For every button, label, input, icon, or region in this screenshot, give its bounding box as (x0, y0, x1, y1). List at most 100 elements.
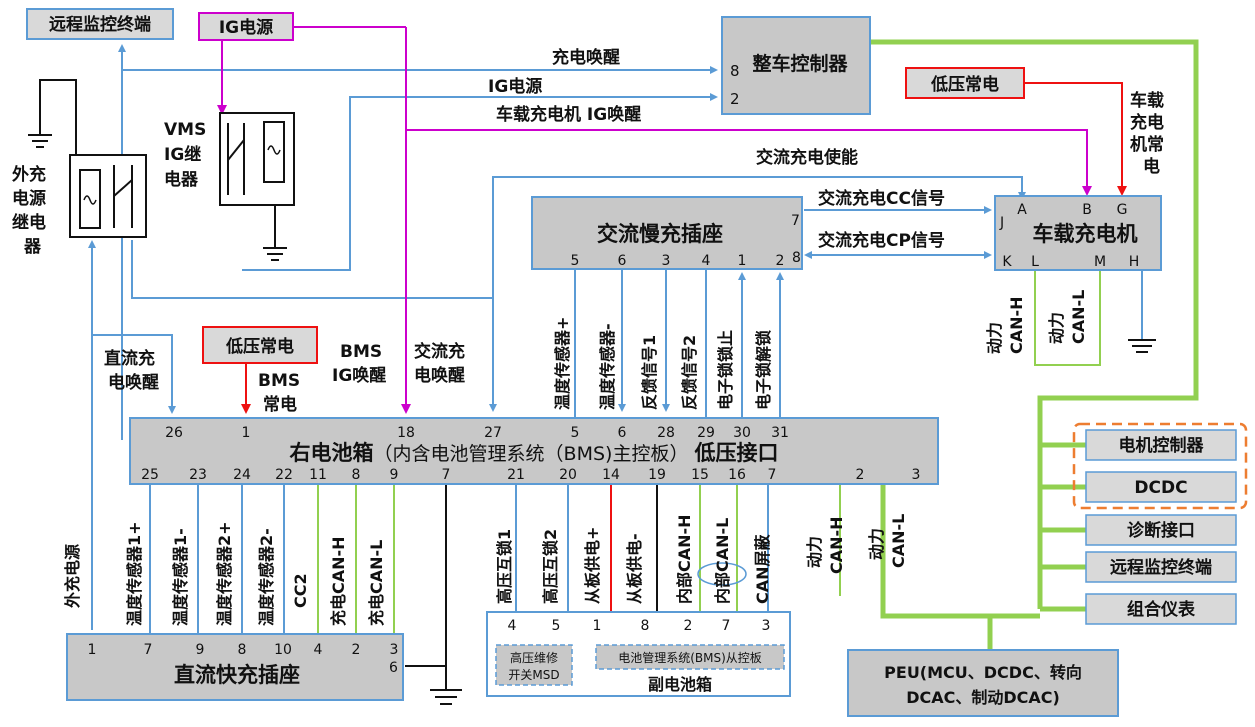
obc-const-l4: 电 (1143, 156, 1160, 177)
box-vcu: 整车控制器 8 2 (721, 16, 871, 115)
can-thin-wires (317, 270, 1101, 634)
ac-pin-3: 3 (662, 253, 671, 269)
sub-box-title: 副电池箱 (648, 675, 712, 694)
ac-signal-1: 温度传感器- (598, 323, 617, 411)
bms-bottom-pin-5: 8 (352, 467, 361, 483)
box-remote-top: 远程监控终端 (26, 8, 174, 40)
vms-l1: VMS (164, 120, 206, 140)
dc-pin-5: 4 (314, 642, 323, 658)
bms-const-l2: 常电 (263, 394, 297, 415)
bms-bottom-pin-14: 7 (768, 467, 777, 483)
sub-pin-0: 4 (508, 618, 517, 634)
lower-mid-5: 内部CAN-L (713, 518, 732, 604)
sub-pin-3: 8 (641, 618, 650, 634)
peu-line2: DCAC、制动DCAC) (906, 688, 1060, 707)
box-lv-const-right: 低压常电 (905, 67, 1025, 99)
obc-const-wire (1025, 82, 1127, 196)
lower-left-5: CC2 (291, 573, 310, 608)
can-bus-main (870, 39, 1199, 650)
ext-relay-l3: 继电 (12, 212, 46, 233)
ext-relay-l2: 电源 (12, 188, 46, 209)
bms-ig-l1: BMS (340, 342, 382, 362)
bms-top-pin-0: 26 (165, 425, 183, 441)
bms-top-pin-7: 29 (697, 425, 715, 441)
ac-pin-6: 6 (618, 253, 627, 269)
ac-wake-l1: 交流充 (414, 341, 465, 362)
obc-can-l-2: CAN-L (1069, 290, 1088, 344)
ground-symbol-obc (1128, 339, 1156, 353)
bms-top-pin-1: 1 (242, 425, 251, 441)
obc-title: 车载充电机 (1033, 222, 1138, 246)
lv-const-right-label: 低压常电 (930, 74, 999, 95)
ext-relay-l1: 外充 (12, 164, 46, 185)
can-node-cluster-label: 组合仪表 (1127, 599, 1196, 620)
obc-pin-B: B (1082, 202, 1092, 218)
bms-bottom-pin-9: 20 (559, 467, 577, 483)
ac-socket-title: 交流慢充插座 (597, 222, 723, 246)
right-can-l-1: 动力 (867, 528, 886, 560)
lower-left-3: 温度传感器2+ (215, 521, 234, 627)
dc-pin-7: 3 (390, 642, 399, 658)
cc-signal-label: 交流充电CC信号 (818, 188, 945, 209)
charge-wake-label: 充电唤醒 (552, 47, 620, 68)
lower-left-2: 温度传感器1- (171, 528, 190, 627)
bms-top-pin-2: 18 (397, 425, 415, 441)
obc-can-h-2: CAN-H (1007, 296, 1026, 354)
bms-bottom-pin-13: 16 (728, 467, 746, 483)
dc-pin-3: 8 (238, 642, 247, 658)
cp-signal-label: 交流充电CP信号 (818, 230, 945, 251)
wire-labels: 充电唤醒 IG电源 车载充电机 IG唤醒 交流充电使能 交流充电CC信号 交流充… (12, 47, 1164, 415)
ac-pin-5: 5 (571, 253, 580, 269)
ground-wires (39, 79, 662, 690)
bms-bottom-pin-1: 23 (189, 467, 207, 483)
sub-pin-6: 3 (762, 618, 771, 634)
vcu-pin8: 8 (730, 62, 740, 80)
can-node-remote-label: 远程监控终端 (1110, 557, 1212, 578)
lower-mid-6: CAN屏蔽 (753, 533, 772, 604)
vms-ig-relay (219, 112, 295, 206)
lower-left-1: 温度传感器1+ (125, 521, 144, 627)
ac-pin-4: 4 (702, 253, 711, 269)
lower-mid-2: 从板供电+ (583, 527, 602, 604)
can-node-mcu: 电机控制器 (1085, 429, 1237, 461)
obc-pin-j: J (999, 215, 1004, 231)
ground-symbol-left (28, 134, 52, 148)
can-node-group-outline (1072, 422, 1248, 510)
obc-ig-wake-label: 车载充电机 IG唤醒 (496, 104, 641, 125)
bms-title-line: 右电池箱（内含电池管理系统（BMS)主控板）低压接口 (290, 441, 779, 465)
dc-pin-0: 1 (88, 642, 97, 658)
msd-box (495, 644, 573, 686)
dc-wake-wire (92, 334, 176, 414)
ac-signal-4: 电子锁锁止 (716, 330, 735, 410)
ac-enable-wire (131, 176, 1026, 299)
ig-power-top-label: IG电源 (219, 17, 273, 38)
vcu-pin2: 2 (730, 90, 740, 108)
bms-bottom-pin-12: 15 (691, 467, 709, 483)
ac-signal-5: 电子锁解锁 (754, 330, 773, 410)
dc-socket-pin6: 6 (389, 660, 398, 676)
bms-const-l1: BMS (258, 371, 300, 391)
obc-ig-wake-wire (406, 129, 1092, 196)
right-can-h-2: CAN-H (827, 516, 846, 574)
bms-suffix: 低压接口 (693, 441, 778, 465)
msd-line2: 开关MSD (508, 668, 559, 682)
ig-power-wire (242, 93, 718, 271)
lower-mid-1: 高压互锁2 (541, 529, 560, 604)
bms-bottom-pin-16: 3 (912, 467, 921, 483)
twisted-pair-mark (697, 562, 747, 586)
msd-line1: 高压维修 (510, 650, 558, 665)
obc-can-h-1: 动力 (985, 322, 1004, 354)
box-lv-const-left: 低压常电 (202, 326, 318, 364)
bms-top-pin-9: 31 (771, 425, 789, 441)
obc-can-loop (1034, 270, 1101, 366)
right-can-l-2: CAN-L (889, 514, 908, 568)
blue-signal-wires (88, 44, 1143, 634)
vcu-title: 整车控制器 (752, 52, 848, 75)
vms-l3: 电器 (164, 169, 199, 190)
slave-box (595, 644, 785, 670)
dc-pin-6: 2 (352, 642, 361, 658)
obc-pin-M: M (1094, 254, 1106, 270)
